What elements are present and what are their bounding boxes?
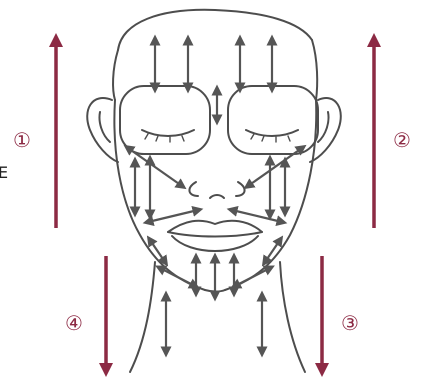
- arrow: [148, 210, 198, 222]
- face-outline: [87, 10, 341, 372]
- left-ear-inner: [99, 112, 110, 142]
- right-ear-inner: [318, 112, 329, 142]
- edge-text-fragment: E: [0, 163, 8, 182]
- lip-line: [168, 232, 262, 237]
- neck-left: [130, 262, 155, 372]
- step-label-4: ④: [65, 311, 83, 335]
- right-eye-zone: [228, 86, 318, 154]
- step-label-3: ③: [341, 311, 359, 335]
- upper-lip: [168, 221, 262, 232]
- hairline: [118, 10, 312, 50]
- lower-lip: [172, 236, 258, 251]
- left-eye: [142, 130, 194, 136]
- step-label-2: ②: [393, 128, 411, 152]
- step-labels: ① ② ③ ④: [13, 128, 411, 335]
- hair-strand: [312, 40, 317, 100]
- arrow: [235, 268, 270, 286]
- arrow: [160, 268, 195, 286]
- step-label-1: ①: [13, 128, 31, 152]
- hair-strand-left: [113, 50, 118, 100]
- nose: [189, 182, 244, 198]
- left-eye-zone: [120, 86, 210, 154]
- arrow: [232, 210, 282, 222]
- neck-right: [280, 262, 305, 372]
- side-arrows: [56, 40, 374, 370]
